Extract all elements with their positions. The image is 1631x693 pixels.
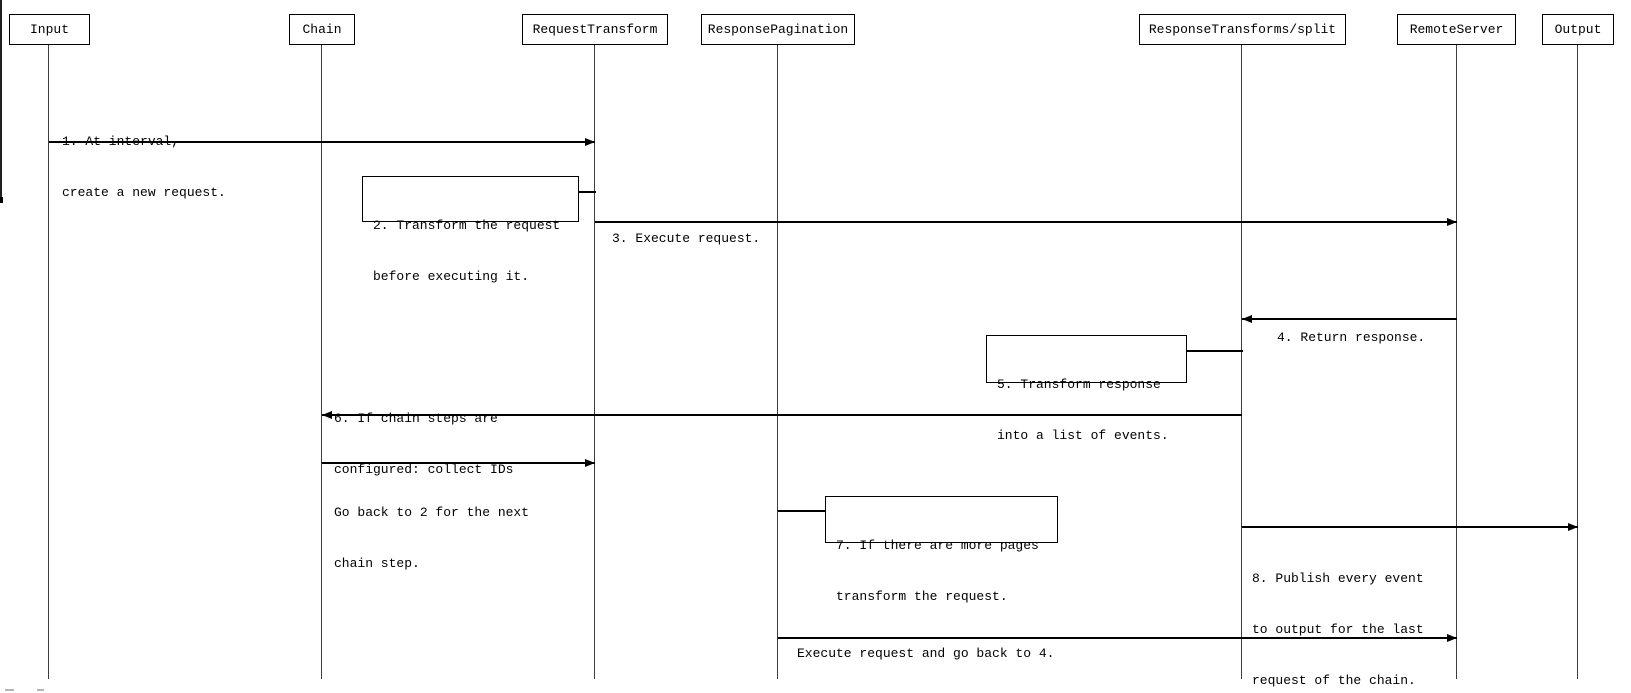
go-back-arrow [322, 459, 595, 467]
participant-remote-server: RemoteServer [1397, 14, 1516, 45]
arrowhead-right-icon [585, 459, 595, 467]
note-5: 5. Transform response into a list of eve… [986, 335, 1187, 443]
note-5-line-1: 5. Transform response [997, 377, 1161, 392]
note-5-line-2: into a list of events. [997, 428, 1169, 443]
go-back-label: Go back to 2 for the next chain step. [334, 470, 529, 606]
message-4-line-1: 4. Return response. [1277, 330, 1426, 345]
note-2-line-2: before executing it. [373, 269, 530, 284]
clipped-left-border-mark [0, 197, 3, 203]
message-6-arrow [322, 411, 1242, 419]
participant-chain: Chain [289, 14, 355, 45]
participant-output: Output [1542, 14, 1614, 45]
note-7-connector [778, 510, 825, 512]
message-1-arrow [49, 138, 595, 146]
message-8-line-2: to output for the last [1252, 622, 1424, 637]
arrowhead-right-icon [1447, 218, 1457, 226]
message-8-label: 8. Publish every event to output for the… [1252, 536, 1424, 693]
message-4-label: 4. Return response. [1277, 295, 1425, 380]
message-8-arrow [1242, 523, 1578, 531]
lifeline-request-transform [594, 45, 595, 679]
message-8-line-3: request of the chain. [1252, 673, 1416, 688]
note-2: 2. Transform the request before executin… [362, 176, 579, 284]
message-8-line-1: 8. Publish every event [1252, 571, 1424, 586]
go-back-line-2: chain step. [334, 556, 420, 571]
execute-again-arrow [778, 634, 1457, 642]
note-2-connector [579, 191, 596, 193]
message-6-line-2: configured: collect IDs [334, 462, 514, 477]
arrowhead-right-icon [1568, 523, 1578, 531]
arrowhead-left-icon [1242, 315, 1252, 323]
participant-request-transform: RequestTransform [522, 14, 668, 45]
clipped-bottom-artifact [37, 689, 44, 691]
participant-response-pagination: ResponsePagination [701, 14, 855, 45]
lifeline-response-pagination [777, 45, 778, 679]
message-3-line-1: 3. Execute request. [612, 231, 761, 246]
execute-again-label: Execute request and go back to 4. [797, 611, 1054, 693]
execute-again-line-1: Execute request and go back to 4. [797, 646, 1055, 661]
participant-response-transforms-split: ResponseTransforms/split [1139, 14, 1346, 45]
message-3-label: 3. Execute request. [612, 196, 760, 281]
message-4-arrow [1242, 315, 1457, 323]
note-7-line-2: transform the request. [836, 589, 1008, 604]
go-back-line-1: Go back to 2 for the next [334, 505, 530, 520]
clipped-left-border-line [0, 0, 2, 197]
lifeline-response-transforms-split [1241, 45, 1242, 679]
message-1-label: 1. At interval, create a new request. [62, 99, 226, 235]
lifeline-remote-server [1456, 45, 1457, 679]
clipped-bottom-artifact [5, 689, 14, 691]
lifeline-chain [321, 45, 322, 679]
note-7-line-1: 7. If there are more pages [836, 538, 1039, 553]
message-6-line-1: 6. If chain steps are [334, 411, 498, 426]
participant-input: Input [9, 14, 90, 45]
note-2-line-1: 2. Transform the request [373, 218, 561, 233]
lifeline-output [1577, 45, 1578, 679]
message-1-line-2: create a new request. [62, 185, 226, 200]
message-3-arrow [595, 218, 1457, 226]
arrowhead-right-icon [1447, 634, 1457, 642]
arrowhead-right-icon [585, 138, 595, 146]
note-7: 7. If there are more pages transform the… [825, 496, 1058, 604]
note-5-connector [1187, 350, 1243, 352]
lifeline-input [48, 45, 49, 679]
arrowhead-left-icon [322, 411, 332, 419]
